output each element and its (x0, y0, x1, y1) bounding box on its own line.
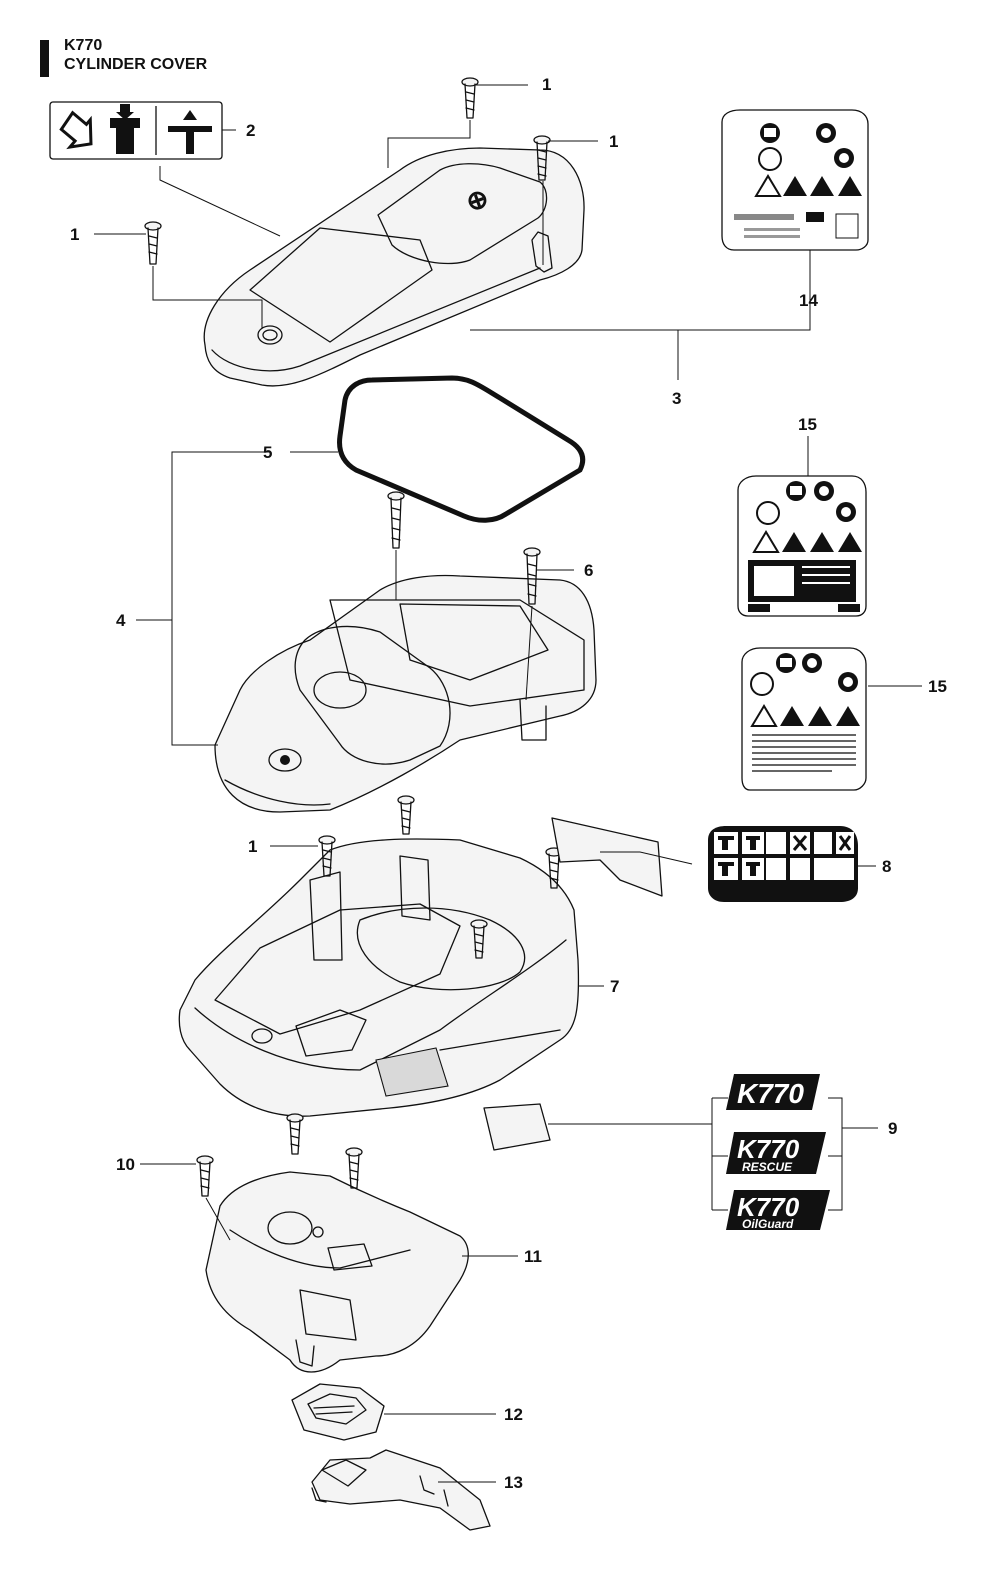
callout-1-b: 1 (609, 132, 618, 151)
decal-part-2 (49, 101, 223, 160)
model-name: K770 (64, 37, 103, 54)
callout-8: 8 (882, 857, 891, 876)
part-3-top-cover: ⊕ (203, 147, 585, 387)
callout-2: 2 (246, 121, 255, 140)
screw-part-1-top-b (533, 135, 551, 181)
screw-part-10-b (286, 1113, 304, 1155)
screw-part-1-mid-a (397, 795, 415, 835)
callout-12: 12 (504, 1405, 523, 1424)
screw-part-6-a (387, 491, 405, 549)
part-7-cylinder-cover (178, 838, 580, 1117)
callout-4: 4 (116, 611, 126, 630)
part-13-bracket (311, 1449, 491, 1531)
decal-part-9-k770-rescue: K770 RESCUE (726, 1132, 826, 1174)
screw-part-6-b (523, 547, 541, 605)
screw-part-1-mid-d (470, 919, 488, 959)
part-12-grommet (291, 1383, 385, 1441)
callout-1-a: 1 (542, 75, 551, 94)
callout-13: 13 (504, 1473, 523, 1492)
decal-part-9-k770: K770 (726, 1074, 820, 1110)
callout-15-a: 15 (798, 415, 817, 434)
header: K770 CYLINDER COVER (64, 36, 207, 74)
part-11-lower-cover (205, 1171, 469, 1373)
callout-9: 9 (888, 1119, 897, 1138)
callout-7: 7 (610, 977, 619, 996)
decal-part-9-k770-oilguard: K770 OilGuard (726, 1190, 830, 1231)
screw-part-10-c (345, 1147, 363, 1189)
badge-rescue-sub-text: RESCUE (742, 1160, 793, 1174)
badge-oilguard-model-text: K770 (737, 1192, 800, 1222)
screw-part-1-mid-b (318, 835, 336, 877)
callout-11: 11 (524, 1247, 542, 1266)
badge-k770-text: K770 (737, 1078, 804, 1109)
part-5-gasket (337, 375, 586, 523)
callout-15-b: 15 (928, 677, 947, 696)
badge-rescue-model-text: K770 (737, 1134, 800, 1164)
decal-part-15-a (737, 475, 867, 617)
screw-part-10-a (196, 1155, 214, 1197)
callout-1-d: 1 (248, 837, 257, 856)
callout-10: 10 (116, 1155, 135, 1174)
callout-6: 6 (584, 561, 593, 580)
decal-part-14 (721, 109, 869, 251)
decal-part-8 (708, 826, 858, 902)
header-bar (40, 40, 49, 77)
callout-14: 14 (799, 291, 818, 310)
callout-1-c: 1 (70, 225, 79, 244)
decal-part-15-b (741, 647, 867, 791)
part-4-filter-housing (214, 574, 597, 813)
callout-3: 3 (672, 389, 681, 408)
screw-part-1-top-a (461, 77, 479, 119)
screw-part-1-left (144, 221, 162, 265)
page-title: CYLINDER COVER (64, 56, 208, 73)
badge-oilguard-sub-text: OilGuard (742, 1217, 794, 1231)
